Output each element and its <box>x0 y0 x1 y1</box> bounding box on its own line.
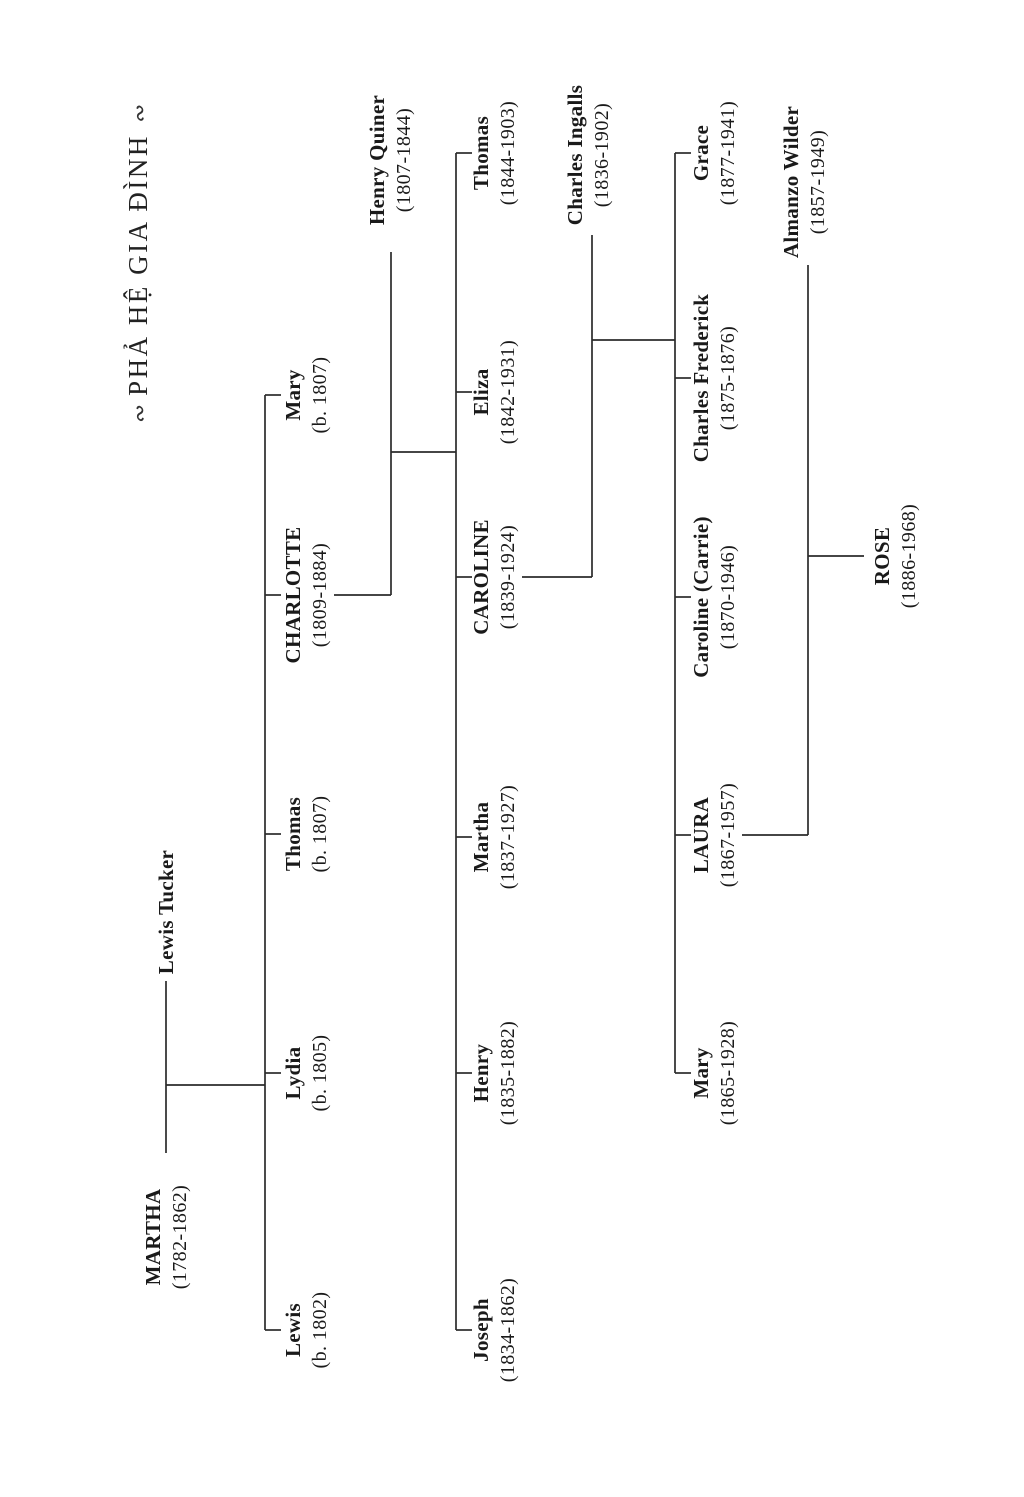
person-lydia: Lydia (b. 1805) <box>280 1035 334 1112</box>
person-dates: (1839-1924) <box>497 524 519 630</box>
person-name: Martha <box>469 801 493 873</box>
person-dates: (1857-1949) <box>807 129 829 235</box>
person-dates: (1842-1931) <box>497 339 519 445</box>
person-mary-g4: Mary (1865-1928) <box>688 1021 742 1125</box>
person-name: Lydia <box>281 1046 305 1100</box>
person-dates: (1834-1862) <box>497 1277 519 1383</box>
person-joseph: Joseph (1834-1862) <box>468 1278 522 1382</box>
person-dates: (1865-1928) <box>717 1020 739 1126</box>
person-name: ROSE <box>870 526 894 586</box>
person-caroline: CAROLINE (1839-1924) <box>468 519 522 635</box>
person-lewis-tucker: Lewis Tucker <box>153 850 180 974</box>
person-carrie: Caroline (Carrie) (1870-1946) <box>688 516 742 678</box>
person-name: Caroline (Carrie) <box>689 516 713 678</box>
person-dates: (1837-1927) <box>497 784 519 890</box>
page-title: ∾ PHẢ HỆ GIA ĐÌNH ∾ <box>123 96 154 435</box>
person-dates: (b. 1805) <box>309 1034 331 1112</box>
person-charles-frederick: Charles Frederick (1875-1876) <box>688 294 742 463</box>
right-flourish-ornament: ∾ <box>127 105 152 125</box>
person-name: CHARLOTTE <box>281 526 305 664</box>
person-thomas-g3: Thomas (1844-1903) <box>468 101 522 205</box>
person-name: Charles Ingalls <box>563 84 587 226</box>
person-name: Charles Frederick <box>689 293 713 463</box>
person-eliza: Eliza (1842-1931) <box>468 340 522 444</box>
person-almanzo-wilder: Almanzo Wilder (1857-1949) <box>778 106 832 258</box>
person-name: CAROLINE <box>469 519 493 635</box>
left-flourish-ornament: ∾ <box>127 405 152 425</box>
person-name: Thomas <box>281 796 305 872</box>
person-name: Joseph <box>469 1298 493 1362</box>
person-name: Eliza <box>469 368 493 416</box>
person-dates: (1835-1882) <box>497 1020 519 1126</box>
person-name: Henry <box>469 1043 493 1103</box>
person-dates: (1844-1903) <box>497 100 519 206</box>
person-mary-g2: Mary (b. 1807) <box>280 357 334 434</box>
person-dates: (1782-1862) <box>169 1184 191 1290</box>
person-dates: (1867-1957) <box>717 782 739 888</box>
person-lewis: Lewis (b. 1802) <box>280 1292 334 1369</box>
person-name: Mary <box>281 369 305 421</box>
person-dates: (1809-1884) <box>309 542 331 648</box>
person-name: LAURA <box>689 796 713 874</box>
person-dates: (b. 1807) <box>309 795 331 873</box>
person-martha: MARTHA (1782-1862) <box>140 1185 194 1289</box>
person-grace: Grace (1877-1941) <box>688 101 742 205</box>
person-rose: ROSE (1886-1968) <box>869 504 923 608</box>
person-martha-g3: Martha (1837-1927) <box>468 785 522 889</box>
person-name: MARTHA <box>141 1188 165 1286</box>
person-name: Grace <box>689 124 713 182</box>
person-name: Lewis <box>281 1303 305 1358</box>
person-name: Mary <box>689 1047 713 1099</box>
page-title-text: PHẢ HỆ GIA ĐÌNH <box>123 134 153 396</box>
person-thomas-g2: Thomas (b. 1807) <box>280 796 334 873</box>
person-dates: (1886-1968) <box>898 503 920 609</box>
person-name: Lewis Tucker <box>154 849 178 975</box>
person-dates: (1875-1876) <box>717 325 739 431</box>
person-charlotte: CHARLOTTE (1809-1884) <box>280 527 334 664</box>
person-dates: (1870-1946) <box>717 544 739 650</box>
person-dates: (b. 1807) <box>309 356 331 434</box>
person-dates: (1807-1844) <box>393 107 415 213</box>
person-name: Henry Quiner <box>365 94 389 226</box>
person-dates: (1877-1941) <box>717 100 739 206</box>
person-henry-quiner: Henry Quiner (1807-1844) <box>364 95 418 225</box>
person-dates: (1836-1902) <box>591 102 613 208</box>
person-laura: LAURA (1867-1957) <box>688 783 742 887</box>
person-name: Thomas <box>469 115 493 191</box>
person-charles-ingalls: Charles Ingalls (1836-1902) <box>562 85 616 225</box>
person-name: Almanzo Wilder <box>779 105 803 259</box>
person-henry: Henry (1835-1882) <box>468 1021 522 1125</box>
person-dates: (b. 1802) <box>309 1291 331 1369</box>
